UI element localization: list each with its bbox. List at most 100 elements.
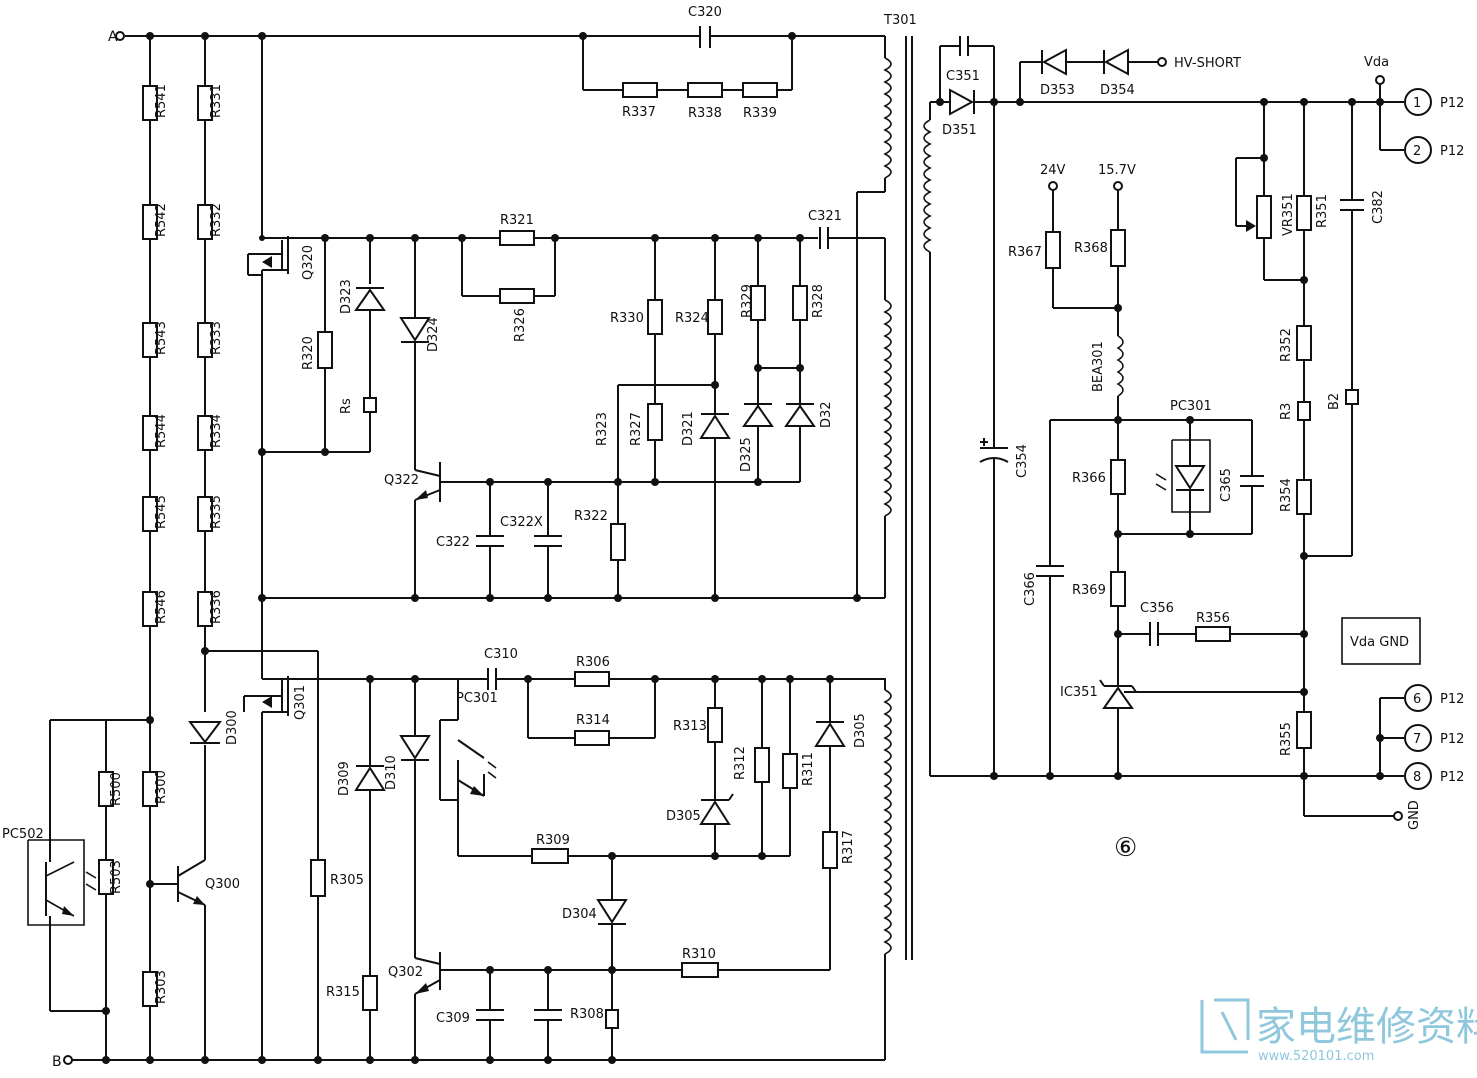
c322-label: C322 [436, 535, 470, 550]
b2-label: B2 [1327, 393, 1342, 410]
r317-label: R317 [841, 830, 856, 864]
r329-label: R329 [740, 284, 755, 318]
c366-label: C366 [1023, 572, 1038, 606]
c321-label: C321 [808, 209, 842, 224]
r541-resistor [142, 85, 158, 121]
r3-label: R3 [1279, 403, 1294, 420]
pc502-area [27, 719, 150, 1060]
pin-8-label: P12 [1440, 770, 1464, 785]
d354-label: D354 [1100, 83, 1135, 98]
hv-short-label: HV-SHORT [1174, 56, 1241, 71]
pin-6: 6 [1413, 692, 1421, 707]
r332-label: R332 [209, 203, 224, 237]
v24-label: 24V [1040, 163, 1066, 178]
d300-diode [188, 721, 222, 744]
r544-resistor [142, 415, 158, 451]
pin-1: 1 [1413, 96, 1421, 111]
figure-number: ⑥ [1114, 833, 1137, 863]
r332-resistor [197, 204, 213, 240]
c351-label: C351 [946, 69, 980, 84]
d351-label: D351 [942, 123, 977, 138]
d305-label-a: D305 [666, 809, 701, 824]
q320-mosfet [247, 235, 885, 276]
c382-label: C382 [1371, 190, 1386, 224]
r336-label: R336 [209, 590, 224, 624]
r306-label: R306 [576, 655, 610, 670]
left-junctions [102, 32, 616, 1064]
r366-label: R366 [1072, 471, 1106, 486]
c354-label: C354 [1015, 444, 1030, 478]
bea301-label: BEA301 [1091, 341, 1106, 392]
r321-label: R321 [500, 213, 534, 228]
r546-label: R546 [154, 590, 169, 624]
rs-label: Rs [339, 398, 354, 414]
d304-label: D304 [562, 907, 597, 922]
c309-label: C309 [436, 1011, 470, 1026]
q302-label: Q302 [388, 965, 423, 980]
vda-label: Vda [1364, 55, 1389, 70]
r546-resistor [142, 591, 158, 627]
pin-1-label: P12 [1440, 96, 1464, 111]
r300-label: R300 [154, 770, 169, 804]
r312-label: R312 [733, 746, 748, 780]
vda-gnd-box-label: Vda GND [1350, 635, 1409, 650]
secondary-wiring [929, 36, 1421, 821]
c365-label: C365 [1219, 468, 1234, 502]
r354-label: R354 [1279, 478, 1294, 512]
r356-label: R356 [1196, 611, 1230, 626]
r326-label: R326 [513, 308, 528, 342]
watermark-text: 家电维修资料网 [1256, 1004, 1477, 1050]
r331-resistor [197, 85, 213, 121]
r337-r339-chain [579, 32, 796, 98]
r323-label: R323 [595, 412, 610, 446]
r310-label: R310 [682, 947, 716, 962]
d353-label: D353 [1040, 83, 1075, 98]
r320-label: R320 [301, 336, 316, 370]
r545-label: R545 [154, 495, 169, 529]
r311-label: R311 [801, 752, 816, 786]
r314-label: R314 [576, 713, 610, 728]
r500-label: R500 [109, 772, 124, 806]
r339-label: R339 [743, 106, 777, 121]
r305-label: R305 [330, 873, 364, 888]
pin-7: 7 [1413, 732, 1421, 747]
pc301-left-label: PC301 [456, 691, 498, 706]
r352-label: R352 [1279, 328, 1294, 362]
q300-transistor [150, 859, 206, 906]
d309-label: D309 [337, 761, 352, 796]
pin-6-label: P12 [1440, 692, 1464, 707]
pin-7-label: P12 [1440, 732, 1464, 747]
r368-label: R368 [1074, 241, 1108, 256]
c310-label: C310 [484, 647, 518, 662]
q300-label: Q300 [205, 877, 240, 892]
r333-label: R333 [209, 321, 224, 355]
r367-label: R367 [1008, 245, 1042, 260]
r545-resistor [142, 496, 158, 532]
pc502-label: PC502 [2, 827, 44, 842]
c320-label: C320 [688, 5, 722, 20]
r309-label: R309 [536, 833, 570, 848]
r313-label: R313 [673, 719, 707, 734]
q322-label: Q322 [384, 473, 419, 488]
d310-label: D310 [384, 755, 399, 790]
d32x-label: D32 [819, 401, 834, 428]
vr351-label: VR351 [1281, 193, 1296, 236]
r337-label: R337 [622, 105, 656, 120]
c356-label: C356 [1140, 601, 1174, 616]
r327-label: R327 [629, 412, 644, 446]
t301-label: T301 [883, 13, 917, 28]
gnd-label: GND [1407, 800, 1422, 830]
q301-mosfet [243, 651, 885, 716]
r333-resistor [197, 322, 213, 358]
pc301-right-label: PC301 [1170, 399, 1212, 414]
d323-label: D323 [339, 279, 354, 314]
d321-label: D321 [681, 411, 696, 446]
r542-resistor [142, 204, 158, 240]
d324-label: D324 [426, 317, 441, 352]
r308-label: R308 [570, 1007, 604, 1022]
pin-8: 8 [1413, 770, 1421, 785]
v157-label: 15.7V [1098, 163, 1136, 178]
watermark-url: www.520101.com [1258, 1049, 1374, 1064]
r503-label: R503 [109, 860, 124, 894]
